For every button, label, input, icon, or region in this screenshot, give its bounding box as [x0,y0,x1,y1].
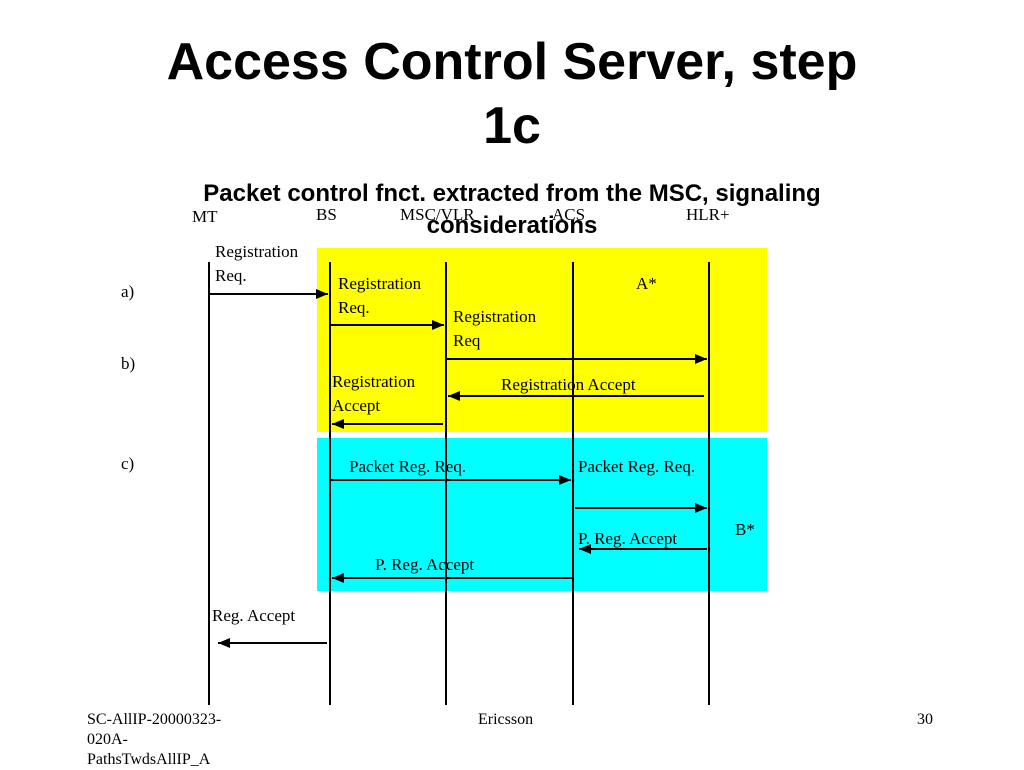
footer-doc-line-1: SC-AllIP-20000323- [87,711,222,728]
msg-m5-line-2: Accept [332,396,381,415]
msg-m1-line-2: Req. [215,266,247,285]
msg-m6-label: Packet Reg. Req. [349,457,467,476]
msg-m5-label: Registration Accept [332,370,415,418]
step-label-a: a) [121,282,135,301]
slide-title: Access Control Server, step 1c [0,30,1024,158]
msg-m5-line-1: Registration [332,372,416,391]
footer-company: Ericsson [478,711,534,728]
box-b-label: B* [735,520,755,539]
title-line-2: 1c [483,97,541,155]
msg-m3-line-1: Registration [453,307,537,326]
msg-m1-line-1: Registration [215,242,299,261]
footer-doc-line-3: PathsTwdsAllIP_A [87,751,211,768]
msg-m3-label: Registration Req [453,305,536,353]
step-label-b: b) [121,354,136,373]
entity-label-msc-vlr: MSC/VLR [400,205,475,224]
msg-m8-label: P. Reg. Accept [578,529,678,548]
msg-m2-line-2: Req. [338,298,370,317]
msg-m3-line-2: Req [453,331,481,350]
box-a-label: A* [636,274,657,293]
box-b-background [317,438,767,591]
subtitle-line-2: considerations [426,212,598,239]
footer-doc-line-2: 020A- [87,731,128,748]
msg-m9-label: P. Reg. Accept [375,555,475,574]
step-label-c: c) [121,454,135,473]
entity-label-mt: MT [192,207,218,226]
box-a-background [317,248,767,432]
entity-label-acs: ACS [552,205,586,224]
msg-m1-label: Registration Req. [215,240,298,288]
msg-m10-label: Reg. Accept [212,606,296,625]
msg-m2-label: Registration Req. [338,272,421,320]
footer-doc-id: SC-AllIP-20000323- 020A- PathsTwdsAllIP_… [87,710,221,770]
title-line-1: Access Control Server, step [166,33,858,91]
msg-m2-line-1: Registration [338,274,422,293]
entity-label-hlr: HLR+ [686,205,730,224]
msg-m4-label: Registration Accept [501,375,636,394]
subtitle-line-1: Packet control fnct. extracted from the … [203,180,821,207]
msg-m7-label: Packet Reg. Req. [578,457,696,476]
slide-subtitle: Packet control fnct. extracted from the … [130,178,894,242]
footer-page-number: 30 [917,711,933,728]
entity-label-bs: BS [316,205,337,224]
